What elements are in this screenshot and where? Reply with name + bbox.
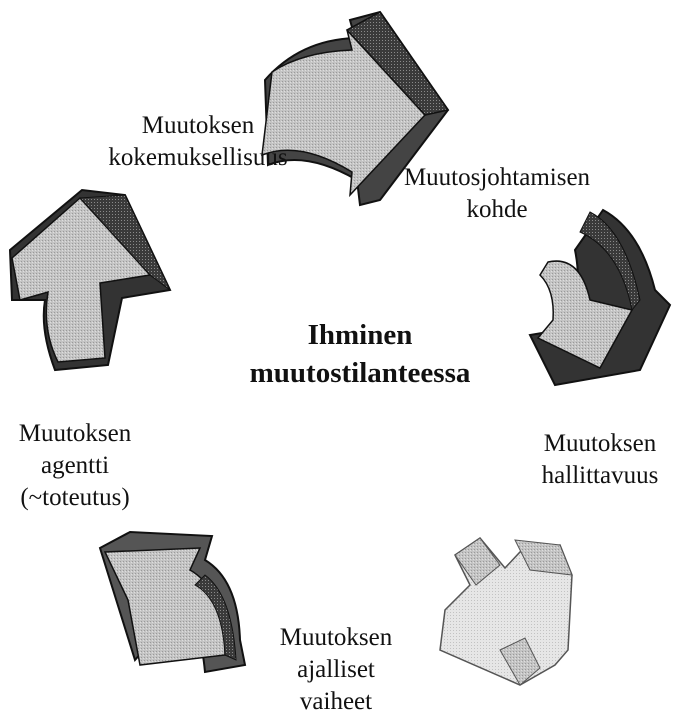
aspect-line: Muutoksen — [256, 622, 416, 654]
aspect-line: (~toteutus) — [0, 482, 150, 514]
aspect-line: vaiheet — [256, 686, 416, 716]
aspect-line: hallittavuus — [515, 460, 685, 492]
aspect-line: agentti — [0, 450, 150, 482]
aspect-line: Muutosjohtamisen — [382, 162, 612, 194]
aspect-label-agent: Muutoksen agentti (~toteutus) — [0, 418, 150, 514]
center-title-line: muutostilanteessa — [225, 354, 495, 392]
curved-arrow-up-icon — [10, 190, 170, 370]
aspect-line: Muutoksen — [98, 110, 298, 142]
aspect-label-manageability: Muutoksen hallittavuus — [515, 428, 685, 492]
curved-arrow-down-icon — [530, 210, 670, 385]
aspect-line: Muutoksen — [515, 428, 685, 460]
aspect-label-experience: Muutoksen kokemuksellisuus — [98, 110, 298, 174]
aspect-line: kokemuksellisuus — [98, 142, 298, 174]
split-arrow-icon — [440, 538, 572, 685]
curved-arrow-up-left-icon — [100, 532, 245, 672]
aspect-label-phases: Muutoksen ajalliset vaiheet — [256, 622, 416, 716]
aspect-label-target: Muutosjohtamisen kohde — [382, 162, 612, 226]
center-title-line: Ihminen — [225, 316, 495, 354]
aspect-line: ajalliset — [256, 654, 416, 686]
aspect-line: kohde — [382, 194, 612, 226]
aspect-line: Muutoksen — [0, 418, 150, 450]
center-title: Ihminen muutostilanteessa — [225, 316, 495, 392]
